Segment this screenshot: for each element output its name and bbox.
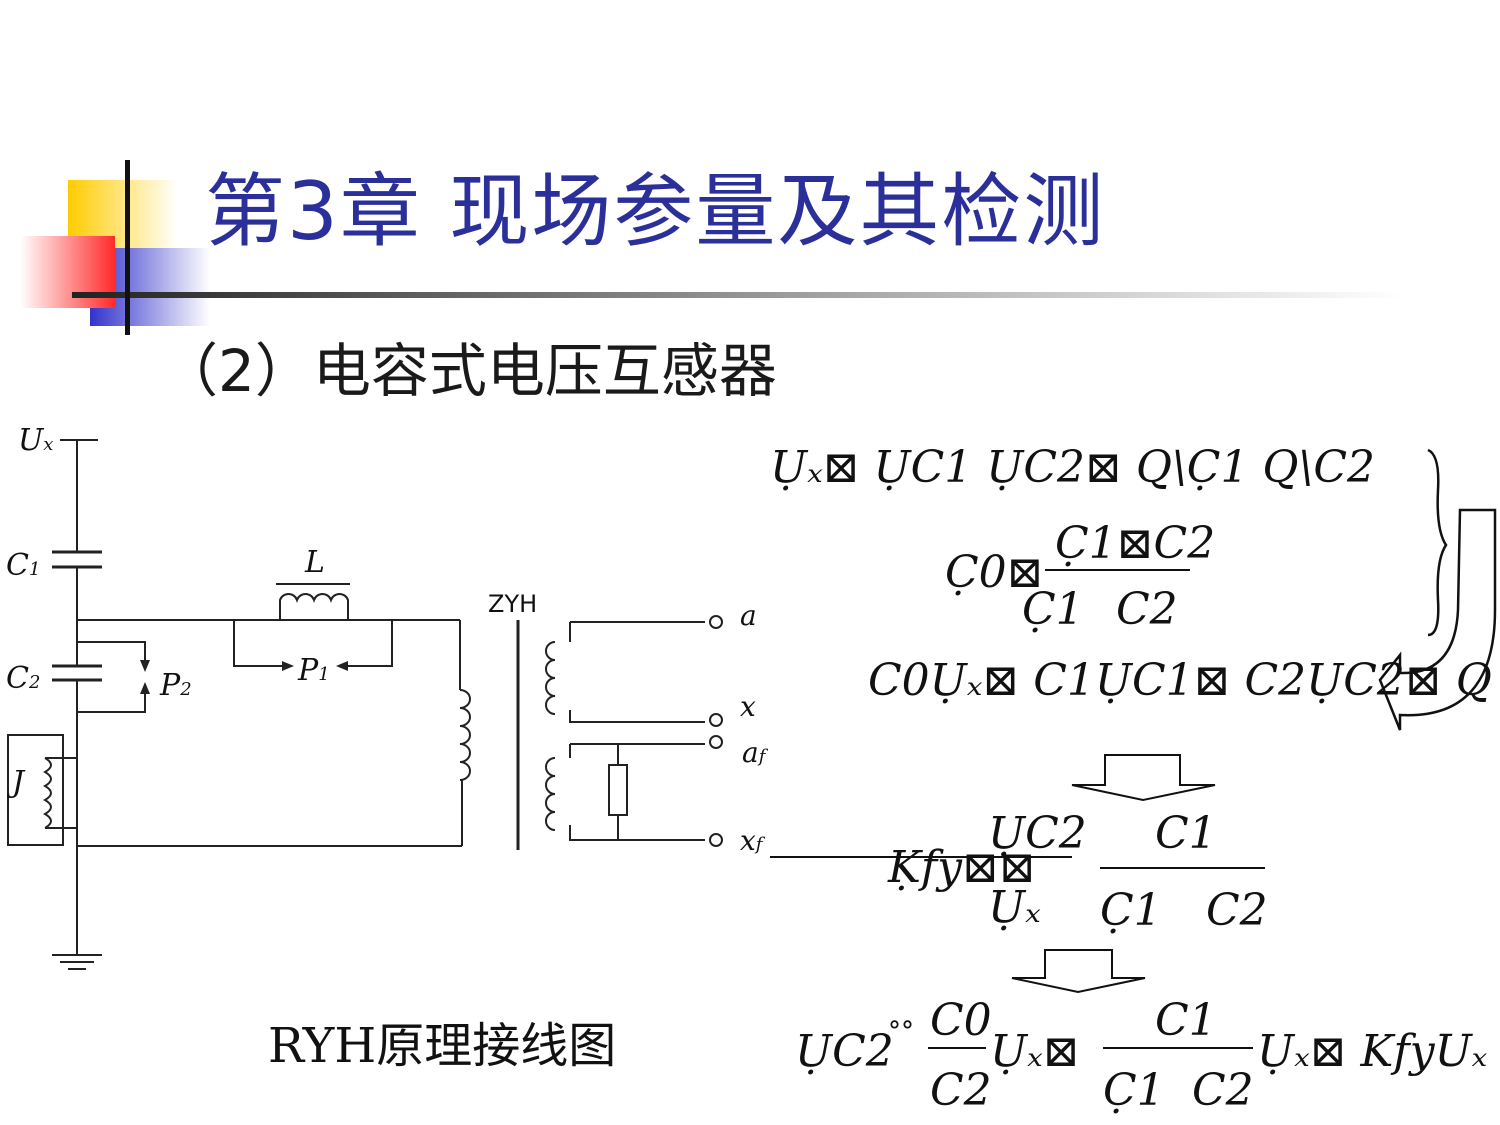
secondary-coil-1 — [545, 641, 556, 715]
label-a: a — [740, 599, 757, 632]
equation-5-lhs: ỤC2 — [795, 1026, 894, 1077]
equation-3: C0Ụₓ⊠ C1ỤC1⊠ C2ỤC2⊠ Q — [868, 655, 1492, 706]
equation-2-denominator-a: C̣1 — [1022, 584, 1084, 635]
title-decoration — [20, 160, 1402, 335]
section-heading: （2）电容式电压互感器 — [160, 337, 777, 405]
terminal-a — [709, 615, 723, 629]
terminal-xf — [709, 833, 723, 847]
p1-arrow-right — [336, 661, 348, 671]
circuit-diagram: Ux C1 C2 P2 P1 L J ZYH a x af xf — [6, 423, 769, 970]
label-ux: Ux — [18, 423, 53, 458]
equation-2-lhs: C̣0⊠ — [945, 547, 1044, 598]
equation-5-fraction-1-numerator: C0 — [930, 995, 992, 1046]
equation-4-denominator-1: Ụₓ — [988, 882, 1041, 933]
equation-5-fraction-2-denominator-b: C2 — [1192, 1065, 1254, 1116]
diagram-caption: RYH原理接线图 — [268, 1018, 617, 1074]
p1-arrow-left — [282, 661, 294, 671]
down-arrow-1 — [1071, 754, 1216, 802]
secondary-coil-2 — [545, 757, 556, 831]
curved-arrow — [1378, 508, 1497, 731]
equation-4-denominator-2b: C2 — [1206, 885, 1268, 936]
label-l: L — [304, 545, 325, 580]
equation-5-fraction-2-numerator: C1 — [1155, 995, 1217, 1046]
equation-5-rhs: Ụₓ⊠ KfyUₓ — [1257, 1026, 1488, 1077]
right-brace — [1427, 448, 1448, 637]
terminal-af — [709, 735, 723, 749]
formula-area: Ụₓ⊠ ỤC1 ỤC2⊠ Q\C̣1 Q\C2 C̣0⊠ C̣1⊠C2 C… — [770, 442, 1497, 1116]
label-x: x — [740, 690, 756, 723]
p2-arrow-bottom — [140, 682, 150, 694]
equation-4-denominator-2a: C̣1 — [1100, 885, 1162, 936]
p2-bracket-top — [77, 641, 146, 660]
equation-5-middle: Ụₓ⊠ — [990, 1026, 1080, 1077]
label-c2: C2 — [6, 661, 40, 696]
p1-bracket-left — [233, 620, 282, 667]
equation-5-fraction-2-denominator-a: C̣1 — [1103, 1065, 1165, 1116]
equation-1: Ụₓ⊠ ỤC1 ỤC2⊠ Q\C̣1 Q\C2 — [770, 442, 1375, 493]
equation-4-numerator-1: ỤC2 — [988, 808, 1087, 859]
label-p1: P1 — [297, 653, 330, 688]
p2-bracket-bottom — [77, 694, 146, 713]
l-coil — [279, 593, 349, 620]
equation-2-denominator-b: C2 — [1116, 584, 1178, 635]
equation-4-lhs: Ḳfy⊠⊠ — [887, 842, 1036, 893]
down-arrow-2 — [1011, 949, 1146, 994]
equation-2-numerator: C̣1⊠C2 — [1055, 518, 1215, 569]
page-title: 第3章 现场参量及其检测 — [205, 165, 1106, 258]
label-p2: P2 — [159, 668, 192, 703]
terminal-x — [709, 713, 723, 727]
equation-4-numerator-2: C1 — [1155, 808, 1217, 859]
label-c1: C1 — [6, 548, 40, 583]
equation-5-approx: °° — [888, 1017, 914, 1047]
p2-arrow-top — [140, 660, 150, 672]
equation-5-fraction-1-denominator: C2 — [930, 1065, 992, 1116]
label-zyh: ZYH — [488, 590, 537, 618]
title-underline — [72, 292, 1402, 298]
primary-coil — [459, 689, 471, 781]
j-coil — [43, 757, 52, 829]
p1-bracket-right — [348, 620, 393, 667]
damping-resistor — [608, 764, 628, 816]
vertical-bar — [125, 160, 130, 335]
j-box — [7, 734, 64, 846]
